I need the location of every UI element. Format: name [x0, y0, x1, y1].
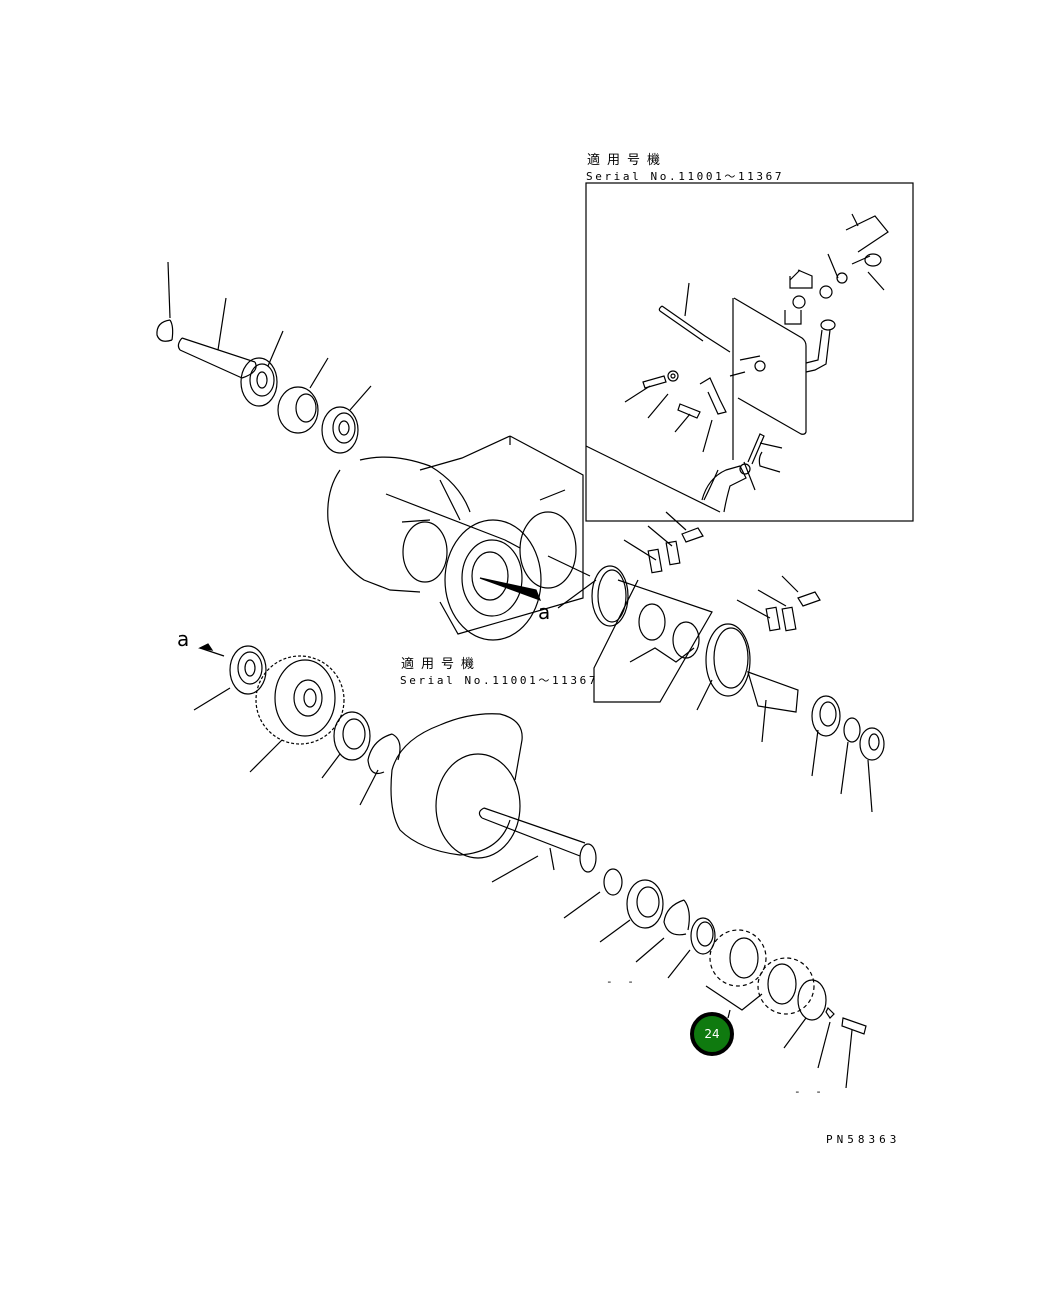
- dash-placeholder-right: - -: [794, 1085, 826, 1098]
- housing: [327, 435, 597, 641]
- middle-applicability-label: 適用号機: [401, 657, 482, 672]
- lower-left-group: [193, 643, 401, 806]
- drum-and-output-shaft: [390, 713, 597, 883]
- inset-frame: [585, 182, 914, 522]
- callout-24[interactable]: 24: [690, 1012, 734, 1056]
- view-a-marker-housing: a: [538, 600, 551, 624]
- dash-placeholder-left: - -: [606, 975, 638, 988]
- inset-serial-range: Serial No.11001～11367: [586, 170, 785, 183]
- inset-applicability-label: 適用号機: [587, 153, 668, 168]
- view-a-marker-bearing: a: [177, 627, 190, 651]
- middle-serial-range: Serial No.11001～11367: [400, 674, 599, 687]
- bottom-sprocket-group: [563, 868, 867, 1089]
- upper-shaft-group: [156, 261, 372, 454]
- middle-right-group: [591, 511, 885, 813]
- callout-number: 24: [704, 1027, 720, 1041]
- drawing-number: PN58363: [826, 1133, 901, 1146]
